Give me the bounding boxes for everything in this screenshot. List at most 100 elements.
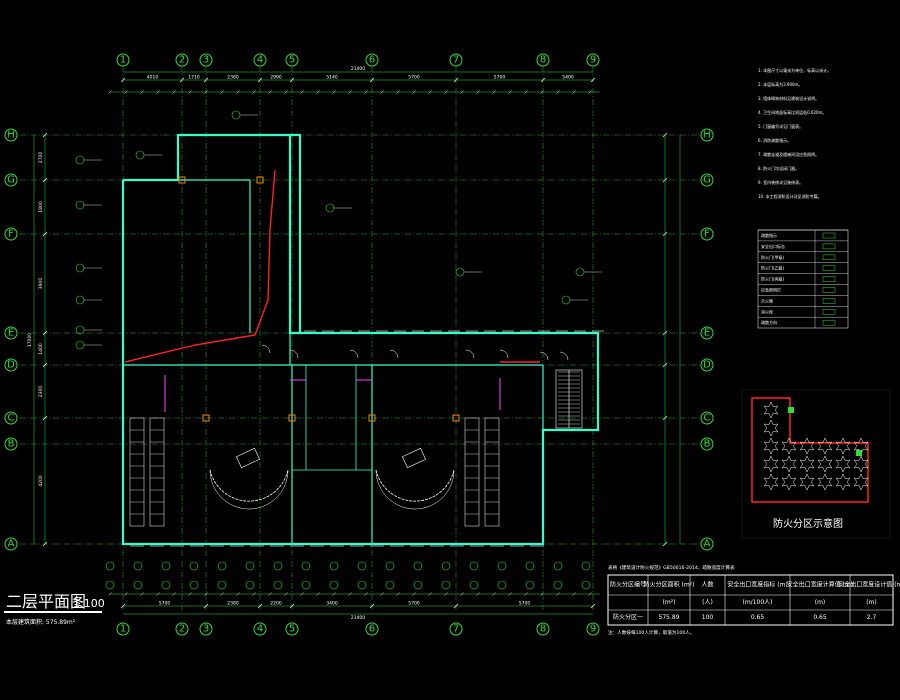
structural-column [452,414,460,422]
note-line: 7. 疏散走道及楼梯间设应急照明。 [758,151,819,157]
hatch-star [799,473,815,491]
structural-column [368,414,376,422]
evac-unit-cell: (m) [866,599,877,606]
callout-bubble [525,580,535,590]
legend-symbol [822,254,836,261]
evac-unit-cell: (m²) [663,599,676,606]
dimension-tick [492,90,496,94]
legend-item-label: 应急照明灯 [761,287,781,293]
dimension-tick [268,592,272,596]
hatch-star [763,401,779,419]
hatch-star [835,455,851,473]
axis-label: D [7,360,15,371]
callout-bubble [385,580,395,590]
wall [121,133,600,546]
axis-bubble [700,227,714,241]
dimension-tick [300,592,304,596]
dimension-tick [369,77,375,83]
dimension-tick [124,90,128,94]
door-swing [349,349,359,359]
dimension-tick [428,592,432,596]
callout-bubble [441,561,451,571]
dimension-tick [172,592,176,596]
axis-bubble [700,437,714,451]
structural-column [256,176,264,184]
callout-bubble [469,561,479,571]
dimension-tick [204,90,208,94]
axis-bubble [199,53,213,67]
legend-item-label: 灭火器 [761,298,773,303]
axis-bubble [536,622,550,636]
hatch-star [835,437,851,455]
note-line: 10. 本工程消防设计详见消防专篇。 [758,193,822,199]
axis-bubble [253,53,267,67]
dimension-tick [508,592,512,596]
evac-unit-cell: (m/100人) [742,599,772,606]
evac-header-cell: 人数 [701,581,713,589]
dimension-tick [316,90,320,94]
hatch-star [835,473,851,491]
axis-bubble [4,411,18,425]
callout-bubble [189,561,199,571]
dimension-tick [662,231,668,237]
axis-bubble [285,53,299,67]
dimension-tick [300,90,304,94]
axis-label: F [8,229,14,240]
axis-label: C [8,413,15,424]
axis-bubble [700,358,714,372]
legend-item-label: 防火门(乙级) [761,265,785,271]
legend-symbol [822,309,836,315]
hatch-star [763,455,779,473]
axis-bubble [116,622,130,636]
structural-column [178,176,186,184]
evacuation-route [124,169,276,363]
axis-label: G [7,175,15,186]
axis-label: 9 [590,55,596,66]
axis-bubble [4,128,18,142]
axis-bubble [285,622,299,636]
callout-bubble [469,580,479,590]
callout-bubble [497,580,507,590]
evac-header-cell: 安全出口宽度指标 (m) [727,581,787,589]
hatch-star [763,437,779,455]
dimension-tick [364,90,368,94]
dimension-tick [179,77,185,83]
bed-row [129,417,145,527]
evac-table-caption: 表格《建筑设计防火规范》GB50016-2014，疏散宽度计算表 [608,564,735,571]
axis-label: 6 [369,624,375,635]
note-line: 2. 本层标高为3.900m。 [758,81,802,87]
axis-label: E [704,328,710,339]
furniture [402,447,426,469]
fire-exit-marker [788,407,794,413]
axis-label: A [8,539,15,550]
axis-label: 2 [179,624,185,635]
evac-value-cell: 2.7 [867,614,877,621]
callout-bubble [357,580,367,590]
dimension-tick [257,77,263,83]
dimension-label: 2300 [38,386,44,398]
legend-item-label: 疏散指示 [761,232,777,238]
door-swing [389,349,399,359]
dimension-tick [508,90,512,94]
axis-label: H [7,130,15,141]
dimension-tick [124,592,128,596]
axis-bubble [700,128,714,142]
dimension-tick [120,603,126,609]
dimension-tick [120,77,126,83]
callout-bubble [161,580,171,590]
note-line: 8. 防火门均设闭门器。 [758,165,799,171]
axis-bubble [586,53,600,67]
door-swing [289,349,299,359]
axis-bubble [700,537,714,551]
dimension-tick [284,90,288,94]
dimension-label: 4200 [38,475,44,487]
axis-label: 5 [289,55,295,66]
callout-bubble [273,561,283,571]
dimension-tick [108,592,112,596]
dimension-tick [460,90,464,94]
axis-bubble [4,358,18,372]
legend-symbol [822,287,836,293]
star-hatch [763,401,869,491]
structural-column [202,414,210,422]
